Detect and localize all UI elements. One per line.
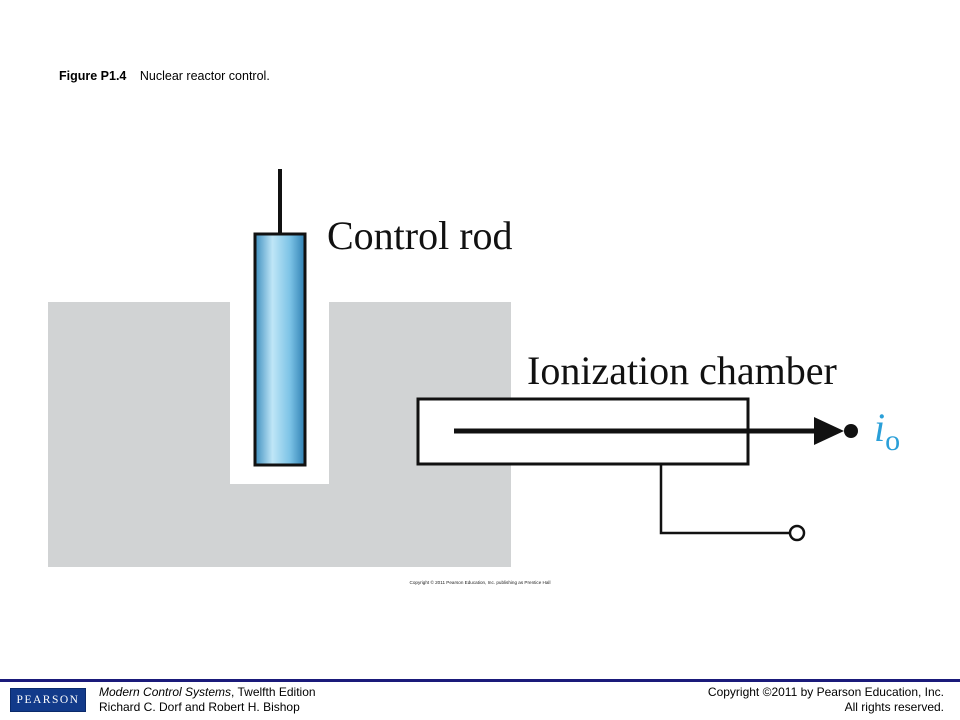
copyright-line: Copyright ©2011 by Pearson Education, In… — [707, 685, 944, 699]
figure-title: Nuclear reactor control. — [139, 69, 270, 83]
control-rod-label: Control rod — [327, 213, 513, 258]
figure-label: Figure P1.4 — [59, 69, 127, 83]
rights-line: All rights reserved. — [844, 700, 944, 714]
book-edition: , Twelfth Edition — [231, 685, 316, 699]
footer-copyright: Copyright ©2011 by Pearson Education, In… — [708, 685, 944, 715]
book-authors: Richard C. Dorf and Robert H. Bishop — [99, 700, 300, 714]
output-current-label: io — [874, 405, 900, 457]
control-rod — [253, 232, 307, 467]
output-arrowhead — [814, 417, 844, 445]
book-title: Modern Control Systems — [99, 685, 232, 699]
output-symbol: i — [874, 405, 885, 450]
chamber-lead-wire — [659, 464, 790, 535]
figure-caption: Figure P1.4 Nuclear reactor control. — [59, 69, 270, 83]
reactor-core — [48, 302, 511, 567]
lead-terminal — [788, 524, 806, 542]
footer-book-info: Modern Control Systems, Twelfth Edition … — [99, 685, 316, 715]
footer-title-line: Modern Control Systems, Twelfth Edition — [99, 685, 316, 700]
output-terminal — [844, 424, 858, 438]
footer-rule — [0, 679, 960, 682]
pearson-logo: PEARSON — [10, 688, 86, 712]
figure-copyright: Copyright © 2011 Pearson Education, Inc.… — [410, 579, 551, 585]
output-subscript: o — [885, 424, 900, 457]
ionization-chamber-label: Ionization chamber — [527, 348, 837, 393]
